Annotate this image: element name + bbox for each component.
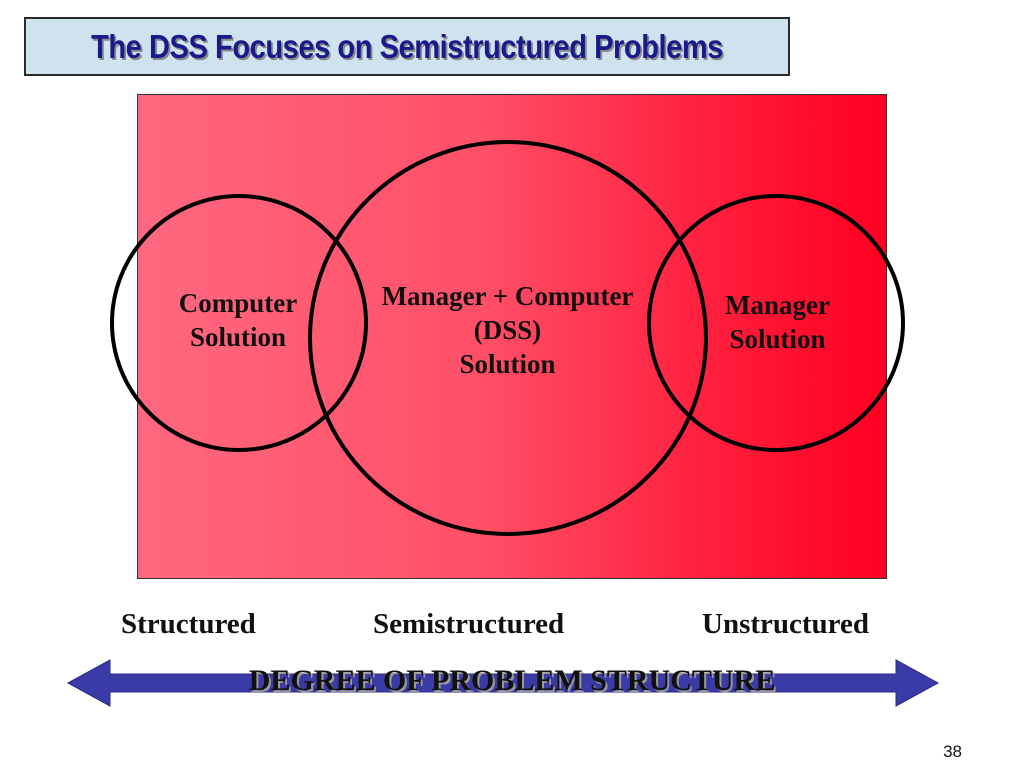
axis-label-structured: Structured <box>121 608 256 640</box>
manager-label-line-2: Solution <box>729 323 826 354</box>
axis-label-unstructured: Unstructured <box>702 608 870 640</box>
dss-label-line-2: (DSS) <box>473 314 542 345</box>
manager-solution-label: Manager Solution <box>700 289 855 357</box>
dss-solution-circle <box>308 140 708 536</box>
double-arrow-shape <box>66 659 940 707</box>
dss-label-line-3: Solution <box>459 348 556 379</box>
axis-label-semistructured: Semistructured <box>373 608 565 640</box>
computer-label-line-1: Computer <box>178 288 298 318</box>
computer-solution-label: Computer Solution <box>158 287 318 355</box>
dss-label-line-1: Manager + Computer <box>381 281 634 311</box>
dss-solution-label: Manager + Computer (DSS) Solution <box>345 280 670 381</box>
computer-solution-circle <box>110 194 368 452</box>
manager-solution-circle <box>647 194 905 452</box>
degree-of-structure-caption: DEGREE OF PROBLEM STRUCTURE <box>248 664 776 697</box>
slide-title: The DSS Focuses on Semistructured Proble… <box>91 27 723 65</box>
manager-label-line-1: Manager <box>725 290 830 320</box>
gradient-panel <box>137 94 887 579</box>
page-number: 38 <box>943 742 962 761</box>
computer-label-line-2: Solution <box>189 321 287 352</box>
title-box: The DSS Focuses on Semistructured Proble… <box>24 17 790 76</box>
